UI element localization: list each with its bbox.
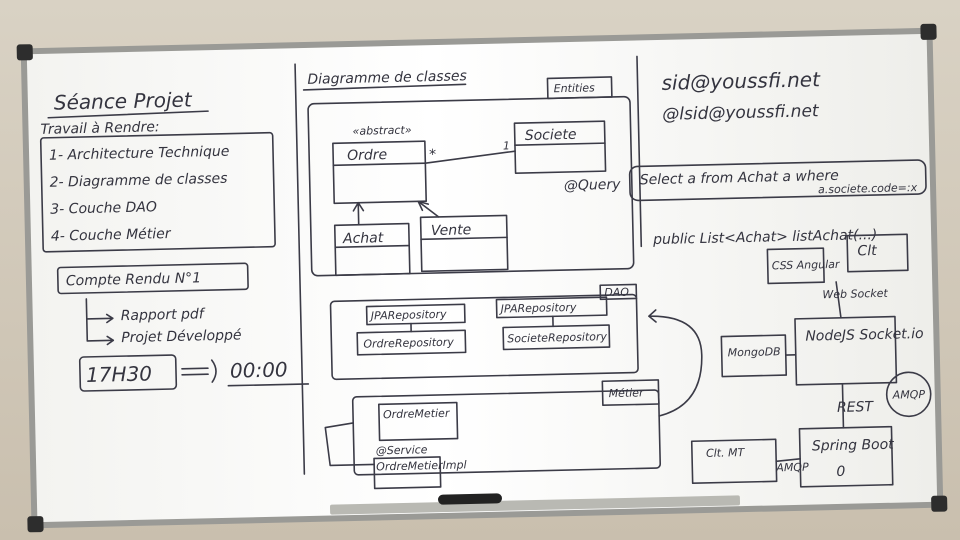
deliverable-item: 4- Couche Métier xyxy=(51,226,172,245)
email-address: sid@youssfi.net xyxy=(661,67,821,95)
metier-package xyxy=(351,389,662,476)
inheritance-arrow xyxy=(417,200,440,218)
ordre-metier-impl-box xyxy=(373,456,442,490)
report-item: Projet Développé xyxy=(121,327,242,346)
abstract-stereotype: «abstract» xyxy=(352,124,411,138)
jpa-repository-box xyxy=(495,296,608,319)
left-panel: Séance Projet Travail à Rendre: 1- Archi… xyxy=(39,87,310,392)
societe-repository-box xyxy=(502,324,611,351)
repository-name: OrdreRepository xyxy=(363,336,454,351)
websocket-label: Web Socket xyxy=(822,287,888,301)
entities-label: Entities xyxy=(554,81,596,95)
class-name: Achat xyxy=(342,230,384,247)
arrow xyxy=(85,318,115,342)
client-mt-box xyxy=(690,438,778,485)
method-signature: public List<Achat> listAchat(...) xyxy=(652,227,878,248)
box-label: MongoDB xyxy=(728,345,781,359)
box-label: CSS Angular xyxy=(772,258,841,273)
frontend-box xyxy=(766,247,825,285)
class-achat xyxy=(333,222,411,277)
arrow xyxy=(106,335,115,346)
metier-class-name: OrdreMetierImpl xyxy=(376,458,467,473)
association-line xyxy=(424,150,516,165)
deliverable-item: 2- Diagramme de classes xyxy=(50,171,228,191)
client-box xyxy=(846,233,909,273)
query-text: Select a from Achat a where xyxy=(640,168,839,189)
right-panel: sid@youssfi.net @lsid@youssfi.net @Query… xyxy=(564,67,932,488)
equals-arrow xyxy=(181,359,217,383)
class-name: Vente xyxy=(431,222,472,239)
deadline-end: 00:00 xyxy=(230,357,288,382)
repository-name: SocieteRepository xyxy=(507,330,607,345)
deliverable-item: 1- Architecture Technique xyxy=(49,144,230,164)
class-societe xyxy=(513,120,607,174)
dependency-arrow xyxy=(648,309,703,417)
divider-line xyxy=(636,55,643,248)
dependency-arrow xyxy=(324,422,375,467)
metier-tab xyxy=(601,379,660,407)
repository-name: JPARepository xyxy=(369,308,448,323)
class-vente xyxy=(419,214,509,273)
class-ordre xyxy=(332,140,427,205)
class-name: Societe xyxy=(525,127,577,144)
email-address: @lsid@youssfi.net xyxy=(662,101,820,125)
deliverable-item: 3- Couche DAO xyxy=(50,199,157,217)
amqp-label: AMQP xyxy=(892,388,926,402)
metier-label: Métier xyxy=(608,386,645,400)
report-item: Rapport pdf xyxy=(121,306,206,324)
box-label: Spring Boot xyxy=(812,437,895,455)
arrow xyxy=(105,313,114,324)
divider-line xyxy=(294,63,306,475)
query-annotation: @Query xyxy=(564,177,622,194)
spring-boot-box xyxy=(798,425,894,488)
dao-label: DAO xyxy=(604,286,629,300)
multiplicity: 1 xyxy=(503,139,510,152)
broker-label: AMQP xyxy=(775,461,809,475)
inheritance-arrow xyxy=(352,201,365,226)
ordre-metier-box xyxy=(377,401,459,442)
jpa-repository-box xyxy=(365,303,466,326)
box-zero: 0 xyxy=(836,464,845,480)
query-text: a.societe.code=:x xyxy=(818,181,918,196)
multiplicity: * xyxy=(429,147,436,163)
repository-name: JPARepository xyxy=(499,301,578,316)
diagram-title: Diagramme de classes xyxy=(307,68,467,88)
rest-label: REST xyxy=(837,399,875,416)
deadline-box xyxy=(78,354,178,392)
entities-tab xyxy=(546,76,613,100)
class-diagram: Diagramme de classes Entities «abstract»… xyxy=(302,68,703,490)
nodejs-box xyxy=(794,315,898,386)
amqp-circle xyxy=(885,371,932,418)
report-title-box xyxy=(56,262,249,295)
box-label: NodeJS Socket.io xyxy=(805,326,924,345)
session-title: Séance Projet xyxy=(54,87,193,114)
class-name: Ordre xyxy=(347,147,387,164)
deadline-start: 17H30 xyxy=(86,361,152,386)
entities-package xyxy=(307,95,635,277)
report-title: Compte Rendu N°1 xyxy=(66,270,202,289)
dao-tab xyxy=(599,283,638,301)
dao-package xyxy=(329,293,639,381)
service-annotation: @Service xyxy=(376,443,428,457)
deliverables-box xyxy=(39,131,276,253)
deliverables-heading: Travail à Rendre: xyxy=(40,119,159,138)
box-label: Clt xyxy=(857,243,877,259)
metier-class-name: OrdreMetier xyxy=(383,407,451,422)
query-box xyxy=(628,159,927,202)
box-label: Clt. MT xyxy=(706,446,746,460)
